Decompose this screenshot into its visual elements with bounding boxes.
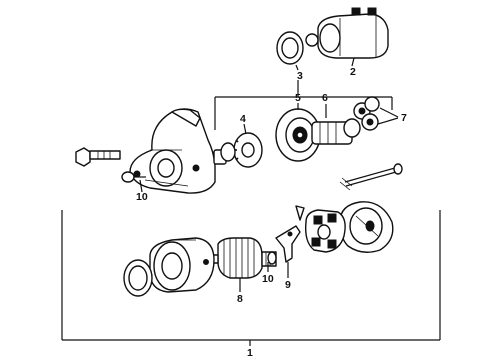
assembly-bracket <box>61 210 441 346</box>
housing-bolt <box>121 171 146 193</box>
planetary-shaft <box>311 104 361 145</box>
callout-10-lower: 10 <box>262 273 274 285</box>
overrunning-clutch <box>275 103 321 162</box>
callout-2: 2 <box>350 66 356 78</box>
rear-end-cover <box>339 201 394 253</box>
front-gasket-ring <box>123 259 153 297</box>
solenoid-gasket <box>276 31 304 71</box>
brush-lead <box>275 225 301 278</box>
callout-9: 9 <box>285 279 291 291</box>
callout-6: 6 <box>322 92 328 104</box>
yoke-housing <box>149 237 215 293</box>
drive-end-housing <box>129 108 227 194</box>
through-bolt <box>339 163 403 191</box>
brush-holder <box>295 205 346 253</box>
mounting-bolt <box>75 147 121 167</box>
callout-labels: 1 2 3 4 5 6 7 8 9 10 10 <box>136 66 407 359</box>
pinion-gear <box>220 123 263 168</box>
callout-10-upper: 10 <box>136 191 148 203</box>
callout-5: 5 <box>295 92 301 104</box>
sub-assembly-bracket <box>214 80 393 130</box>
callout-7: 7 <box>401 112 407 124</box>
starter-solenoid <box>305 7 389 67</box>
callout-1: 1 <box>247 347 253 359</box>
armature-washer <box>267 251 277 272</box>
callout-3: 3 <box>297 70 303 82</box>
planet-gears <box>353 96 399 131</box>
callout-8: 8 <box>237 293 243 305</box>
callout-4: 4 <box>240 113 246 125</box>
